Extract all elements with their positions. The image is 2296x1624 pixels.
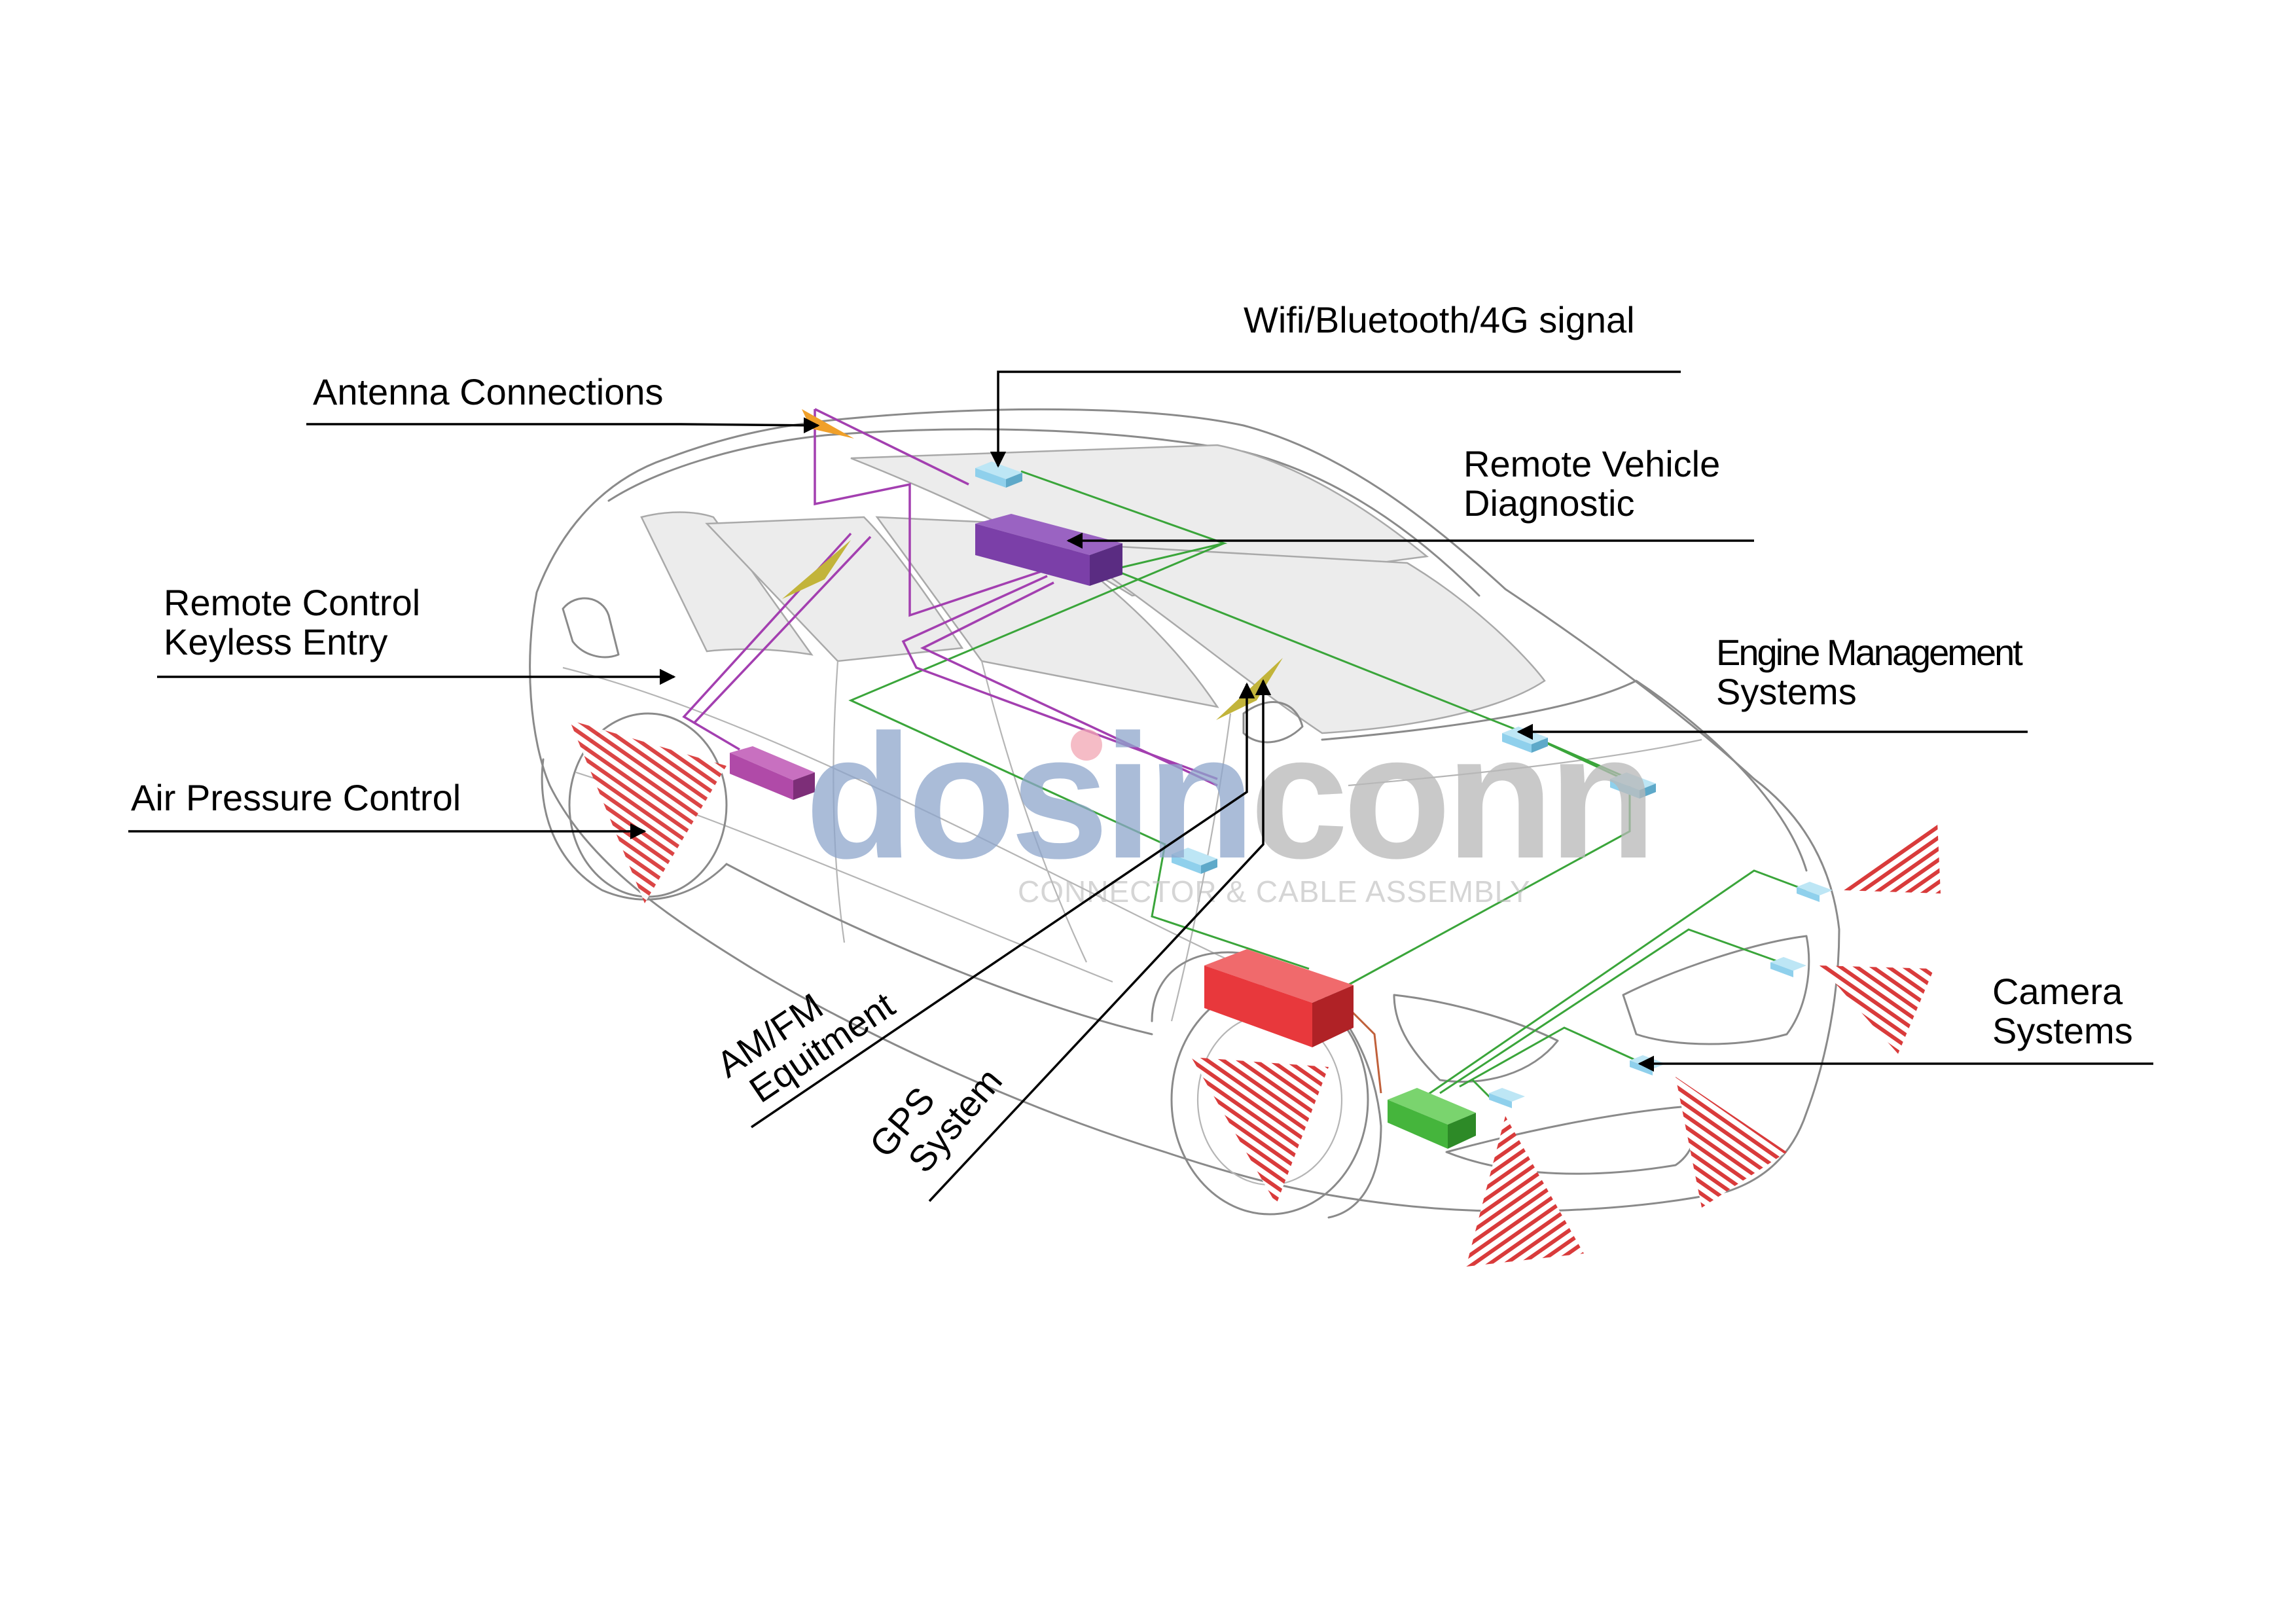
camera-sensor-4 — [1489, 1088, 1525, 1108]
label-remote-vehicle-diagnostic-line2: Diagnostic — [1463, 482, 1634, 524]
camera-sensor-2 — [1770, 957, 1806, 977]
wire-purple-main — [814, 409, 1048, 617]
wire-orange — [1347, 1007, 1382, 1094]
label-engine-management-line2: Systems — [1716, 671, 1857, 712]
watermark-tagline: CONNECTOR & CABLE ASSEMBLY — [1018, 875, 1531, 909]
label-antenna-connections: Antenna Connections — [313, 371, 664, 412]
door-line-rear — [833, 660, 846, 943]
camera-sensor-3 — [1630, 1055, 1666, 1075]
radar-cone-bottom — [1466, 1116, 1584, 1267]
leader-gps — [928, 679, 1272, 1202]
windshield — [1057, 542, 1546, 734]
label-remote-vehicle-diagnostic-line1: Remote Vehicle — [1463, 443, 1720, 484]
fuel-cap — [562, 597, 620, 659]
label-air-pressure-control: Air Pressure Control — [131, 777, 461, 818]
hood-outline — [1321, 679, 1808, 872]
air-pressure-module — [730, 746, 815, 800]
modules — [730, 514, 1476, 1149]
dash-sensor — [1172, 848, 1217, 874]
door-line-front — [980, 660, 1087, 963]
watermark: dosinconn CONNECTOR & CABLE ASSEMBLY — [805, 698, 1657, 909]
label-wifi-bluetooth-4g: Wifi/Bluetooth/4G signal — [1244, 299, 1635, 340]
headlight — [1393, 994, 1559, 1083]
radar-cone-front-corner — [1676, 1077, 1787, 1208]
leader-amfm — [751, 682, 1255, 1128]
rear-wheel-arch — [541, 758, 728, 901]
label-amfm-group: AM/FM Equitment — [709, 984, 902, 1110]
label-camera-line2: Systems — [1992, 1010, 2133, 1051]
rear-window — [640, 511, 814, 656]
label-gps-group: GPS System — [861, 1060, 1010, 1180]
rear-glass-antenna — [782, 540, 851, 599]
leader-wifi — [990, 370, 1681, 468]
roof-antenna — [802, 409, 854, 439]
roof-outline — [607, 428, 1480, 597]
radar-cones — [569, 720, 1941, 1267]
label-engine-management-line1: Engine Management — [1716, 632, 2023, 673]
radar-cone-front-wheel — [1191, 1057, 1329, 1204]
remote-diagnostic-module — [975, 514, 1122, 586]
label-remote-control-line1: Remote Control — [164, 582, 420, 623]
label-camera-line1: Camera — [1992, 971, 2123, 1012]
engine-control-module — [1204, 949, 1354, 1047]
leader-antenna — [306, 417, 820, 434]
front-grille — [1622, 935, 1810, 1045]
car-body-outline — [529, 408, 1840, 1212]
side-window-rear — [705, 516, 964, 662]
wifi-sensor — [975, 461, 1022, 488]
radar-cone-rear-side — [569, 720, 726, 903]
camera-sensor-1 — [1797, 882, 1833, 902]
leader-lines — [128, 370, 2153, 1202]
watermark-dot — [1071, 729, 1102, 761]
radar-cone-front-upper — [1842, 821, 1941, 893]
label-keyless-entry-line2: Keyless Entry — [164, 621, 387, 662]
side-mirror — [1242, 701, 1304, 744]
watermark-brand: dosinconn — [805, 698, 1651, 895]
green-control-module — [1388, 1088, 1476, 1149]
radar-cone-front-lower — [1820, 965, 1934, 1054]
engine-sensor-2 — [1610, 772, 1656, 799]
